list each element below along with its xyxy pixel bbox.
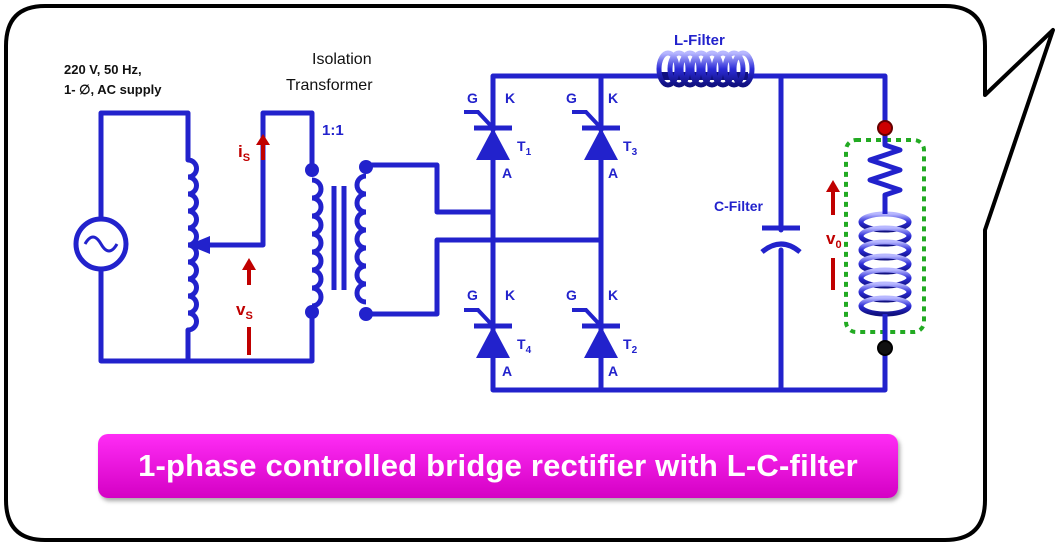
t4-anode-label: A bbox=[502, 363, 512, 379]
t3-gate-label: G bbox=[566, 90, 577, 106]
t2-anode-label: A bbox=[608, 363, 618, 379]
transformer-label-line2: Transformer bbox=[286, 77, 373, 94]
load-inductor-icon bbox=[858, 211, 912, 317]
turns-ratio: 1:1 bbox=[322, 122, 344, 139]
output-voltage-arrow-icon bbox=[826, 180, 840, 290]
diagram-title: 1-phase controlled bridge rectifier with… bbox=[138, 448, 858, 483]
current-arrow-icon bbox=[256, 134, 270, 160]
supply-label-line2: 1- ∅, AC supply bbox=[64, 82, 162, 97]
isolation-transformer bbox=[311, 173, 367, 309]
title-banner: 1-phase controlled bridge rectifier with… bbox=[98, 434, 898, 498]
ac-source-icon bbox=[73, 216, 129, 272]
t1-cathode-label: K bbox=[505, 90, 515, 106]
load-resistor-icon bbox=[867, 130, 903, 210]
circuit-wires bbox=[98, 73, 888, 393]
t3-anode-label: A bbox=[608, 165, 618, 181]
t1-gate-label: G bbox=[467, 90, 478, 106]
thyristor-t3 bbox=[572, 110, 620, 160]
thyristor-t1 bbox=[464, 110, 512, 160]
voltage-label: vS bbox=[236, 300, 253, 322]
tap-arrow-icon bbox=[188, 236, 210, 254]
thyristor-t2 bbox=[572, 308, 620, 358]
t4-name-label: T4 bbox=[517, 336, 532, 356]
negative-terminal bbox=[877, 340, 893, 356]
supply-label-line1: 220 V, 50 Hz, bbox=[64, 62, 142, 77]
thyristor-t4 bbox=[464, 308, 512, 358]
t2-name-label: T2 bbox=[623, 336, 638, 356]
current-label: iS bbox=[238, 142, 250, 164]
t1-anode-label: A bbox=[502, 165, 512, 181]
t1-name-label: T1 bbox=[517, 138, 532, 158]
t2-cathode-label: K bbox=[608, 287, 618, 303]
voltage-arrow-icon bbox=[242, 258, 256, 355]
c-filter-label: C-Filter bbox=[714, 198, 764, 214]
l-filter-label: L-Filter bbox=[674, 32, 725, 49]
transformer-label-line1: Isolation bbox=[312, 51, 372, 68]
t4-gate-label: G bbox=[467, 287, 478, 303]
c-filter-capacitor bbox=[760, 225, 802, 254]
transformer-dots bbox=[305, 160, 373, 321]
t2-gate-label: G bbox=[566, 287, 577, 303]
l-filter-inductor bbox=[656, 50, 755, 88]
output-voltage-label: v0 bbox=[826, 229, 842, 251]
t3-name-label: T3 bbox=[623, 138, 638, 158]
positive-terminal bbox=[877, 120, 893, 136]
speech-bubble-frame bbox=[4, 4, 1055, 542]
t4-cathode-label: K bbox=[505, 287, 515, 303]
t3-cathode-label: K bbox=[608, 90, 618, 106]
